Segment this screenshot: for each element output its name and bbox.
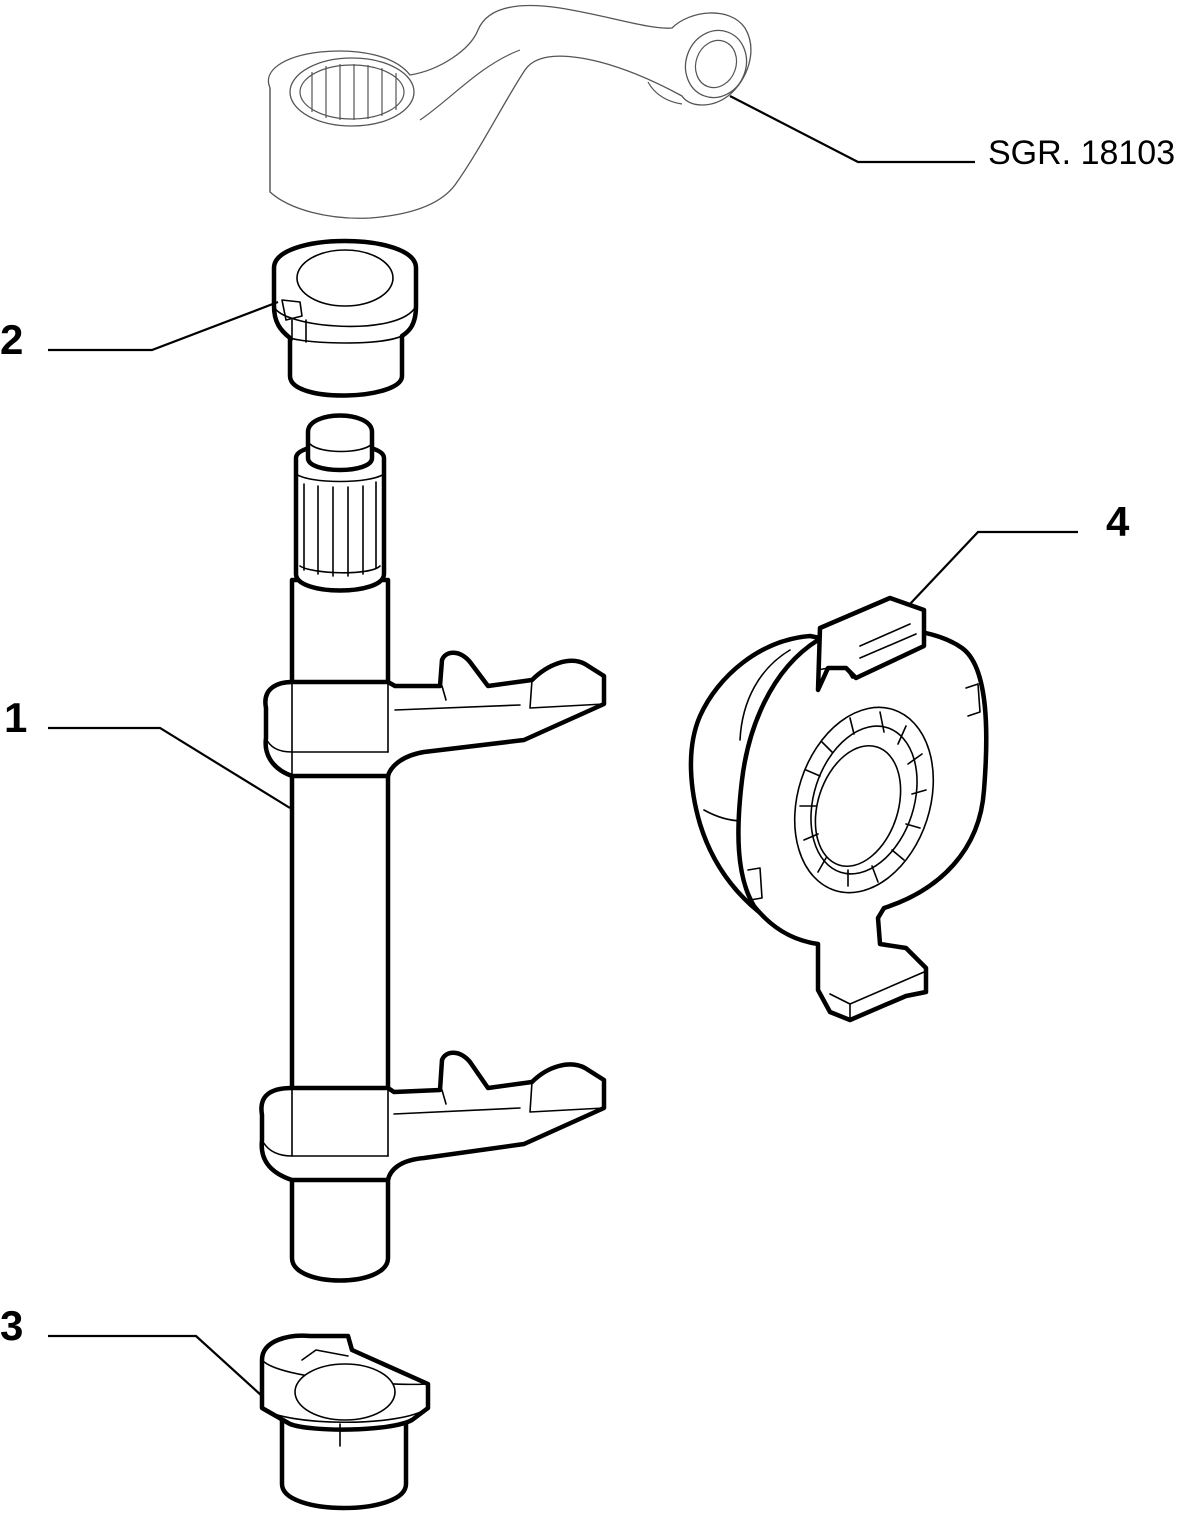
callout-1-leader-line bbox=[48, 726, 291, 809]
callout-2-label: 2 bbox=[0, 316, 23, 363]
callout-3-label: 3 bbox=[0, 1302, 23, 1349]
callout-2-leader-line bbox=[48, 300, 279, 352]
reference-label: SGR. 18103 bbox=[988, 134, 1175, 172]
reference-leader-line bbox=[729, 95, 975, 164]
lower-flanged-bushing-part bbox=[259, 1333, 431, 1511]
upper-bushing-part bbox=[271, 238, 419, 398]
shift-fork-shaft-part bbox=[259, 413, 607, 1283]
callout-4-leader-line bbox=[909, 530, 1078, 605]
callout-3-leader-line bbox=[48, 1334, 263, 1397]
callout-1-label: 1 bbox=[4, 694, 27, 741]
release-bearing-part bbox=[688, 595, 989, 1023]
callout-4-label: 4 bbox=[1106, 498, 1130, 545]
lever-arm-part bbox=[267, 4, 752, 219]
